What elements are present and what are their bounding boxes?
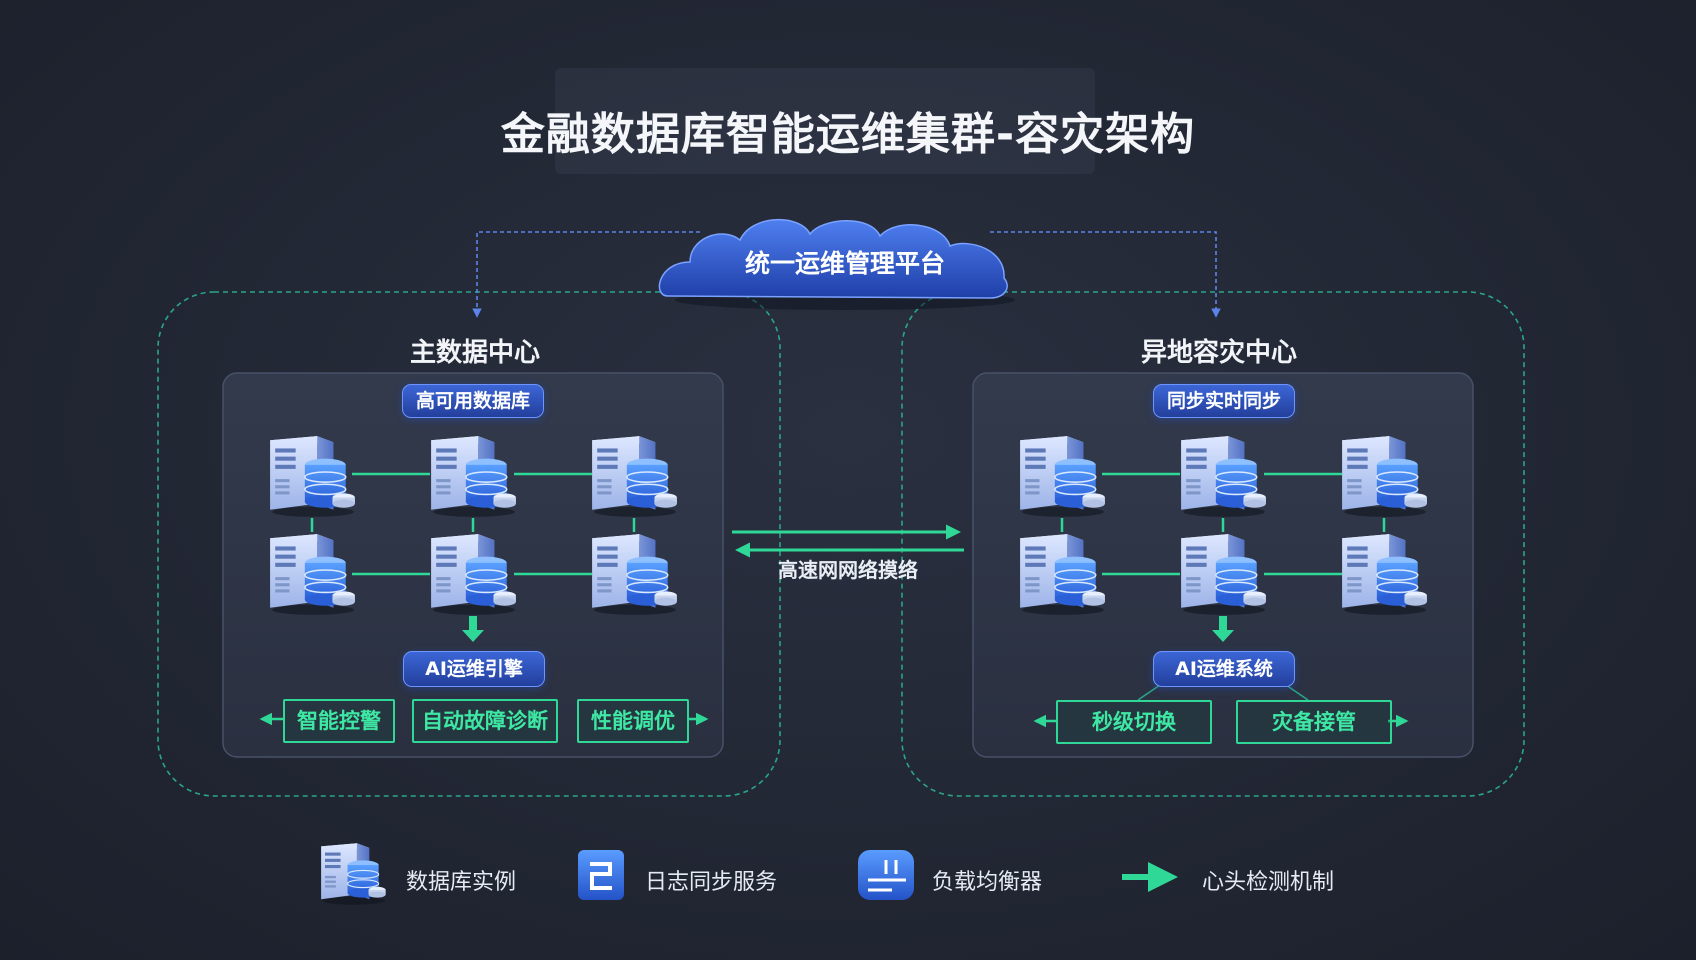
title-watermark bbox=[555, 68, 1095, 174]
legend-label-heartbeat: 心头检测机制 bbox=[1202, 870, 1335, 895]
page-title: 金融数据库智能运维集群-容灾架构 bbox=[500, 109, 1196, 160]
dr-function-takeover: 灾备接管 bbox=[1236, 700, 1392, 744]
primary-function-tuning: 性能调优 bbox=[577, 699, 689, 743]
platform-link-dr bbox=[990, 231, 1221, 318]
link-label: 高速网网络摸络 bbox=[778, 558, 918, 582]
dr-engine-link-right bbox=[1285, 684, 1309, 701]
cloud-icon bbox=[658, 219, 1015, 310]
database-server-icon bbox=[320, 842, 387, 906]
legend-label-db: 数据库实例 bbox=[406, 870, 517, 895]
dr-dc-title: 异地容灾中心 bbox=[1140, 338, 1297, 368]
primary-cluster-links bbox=[310, 398, 636, 576]
dr-engine-link-left bbox=[1137, 684, 1161, 701]
legend-label-log: 日志同步服务 bbox=[645, 870, 778, 895]
primary-engine-badge: AI运维引擎 bbox=[403, 651, 545, 687]
dr-engine-badge: AI运维系统 bbox=[1153, 651, 1295, 687]
dr-engine-arrow bbox=[1212, 616, 1234, 642]
primary-dc-title: 主数据中心 bbox=[409, 338, 540, 368]
log-sync-icon bbox=[578, 850, 624, 900]
dr-dc-outline bbox=[901, 291, 1525, 797]
primary-badge: 高可用数据库 bbox=[402, 384, 544, 418]
legend-label-lb: 负载均衡器 bbox=[932, 870, 1043, 895]
platform-label: 统一运维管理平台 bbox=[744, 249, 945, 278]
primary-dc-outline bbox=[157, 291, 781, 797]
primary-engine-arrow bbox=[462, 616, 484, 642]
primary-function-diagnosis: 自动故障诊断 bbox=[412, 699, 558, 743]
dr-badge: 同步实时同步 bbox=[1153, 384, 1295, 418]
load-balancer-icon bbox=[858, 850, 914, 900]
primary-function-alert: 智能控警 bbox=[283, 699, 395, 743]
dr-function-switch: 秒级切换 bbox=[1056, 700, 1212, 744]
